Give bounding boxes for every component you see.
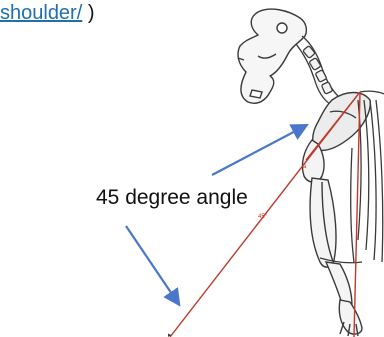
callout-arrow-to-shoulder — [212, 126, 305, 175]
angle-mark-label: 45° — [258, 214, 268, 220]
ground-mark: ▸ — [168, 332, 172, 337]
angle-callout-label: 45 degree angle — [96, 186, 248, 210]
neck-vertebrae — [296, 36, 338, 104]
source-link-line: shoulder/ ) — [0, 2, 95, 25]
source-link[interactable]: shoulder/ — [0, 2, 82, 24]
front-leg-bones — [302, 140, 362, 336]
callout-arrows — [126, 126, 305, 303]
callout-arrow-to-ground — [126, 226, 178, 303]
skull — [238, 9, 306, 103]
source-link-trailing: ) — [82, 2, 94, 24]
